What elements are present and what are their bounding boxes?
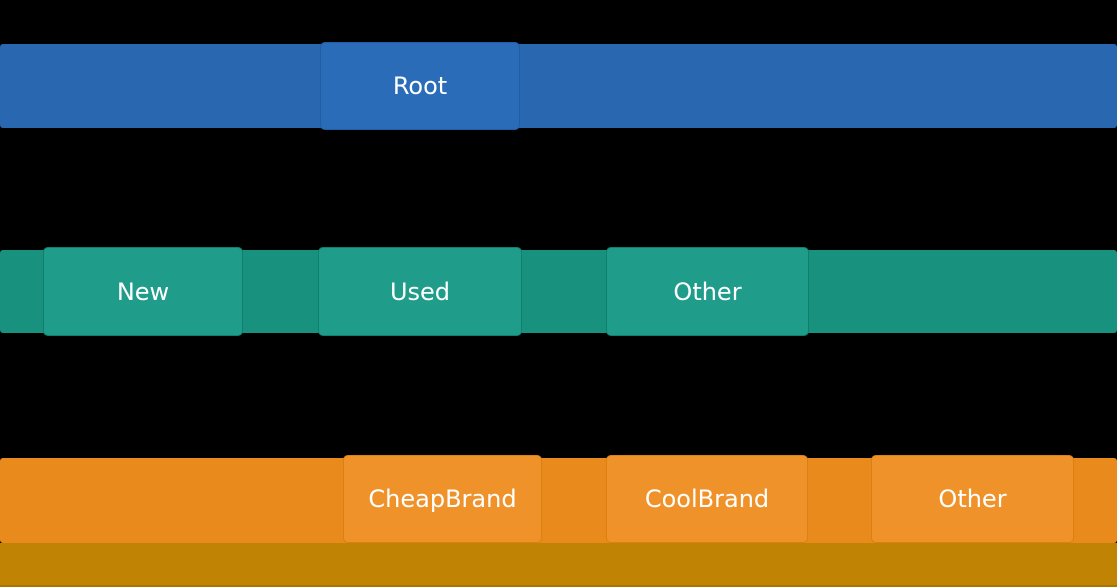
node-used[interactable]: Used [318,247,522,336]
node-label: New [116,277,170,306]
node-label: Other [673,277,742,306]
node-label: Used [389,277,451,306]
node-cheapbrand[interactable]: CheapBrand [343,455,542,543]
node-label: CheapBrand [368,485,517,513]
node-label: Root [392,72,448,100]
level-1-band [0,44,1117,128]
node-root[interactable]: Root [320,42,520,130]
node-label: Other [938,485,1007,513]
node-label: CoolBrand [644,485,770,513]
leaf-level-band [0,543,1117,587]
node-other[interactable]: Other [871,455,1074,543]
node-new[interactable]: New [43,247,243,336]
node-other[interactable]: Other [606,247,809,336]
node-coolbrand[interactable]: CoolBrand [606,455,808,543]
